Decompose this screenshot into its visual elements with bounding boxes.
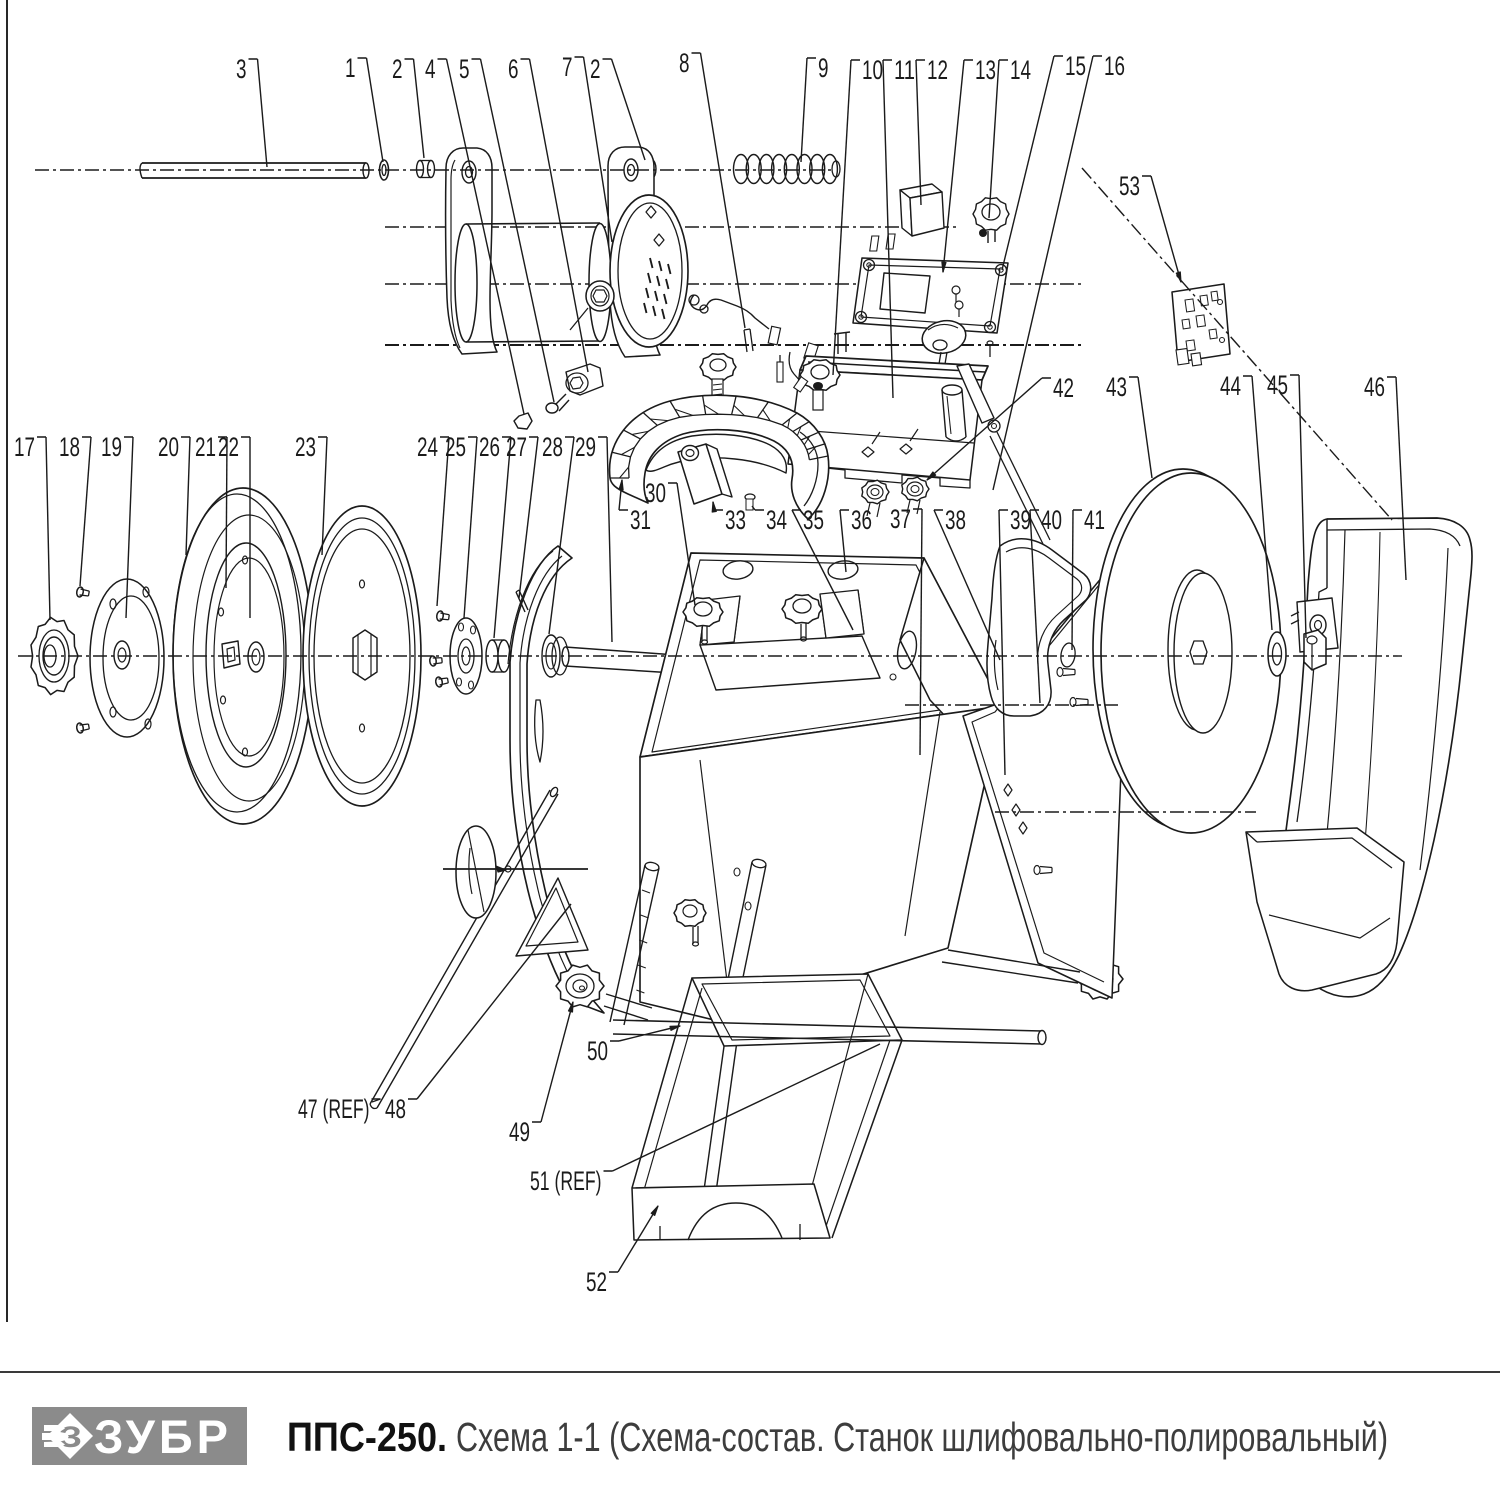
svg-text:36: 36 [851, 505, 872, 535]
svg-text:4: 4 [425, 54, 436, 84]
svg-text:22: 22 [218, 432, 239, 462]
svg-text:24: 24 [417, 432, 438, 462]
svg-text:51 (REF): 51 (REF) [530, 1166, 602, 1196]
svg-text:8: 8 [679, 48, 690, 78]
svg-text:15: 15 [1065, 51, 1086, 81]
svg-text:35: 35 [803, 505, 824, 535]
svg-text:39: 39 [1010, 505, 1031, 535]
svg-text:53: 53 [1119, 171, 1140, 201]
svg-text:47 (REF): 47 (REF) [298, 1094, 370, 1124]
svg-text:14: 14 [1010, 55, 1031, 85]
svg-text:7: 7 [562, 52, 573, 82]
svg-text:28: 28 [542, 432, 563, 462]
svg-text:26: 26 [479, 432, 500, 462]
svg-text:13: 13 [975, 55, 996, 85]
svg-text:23: 23 [295, 432, 316, 462]
svg-text:44: 44 [1220, 371, 1241, 401]
svg-text:2: 2 [590, 54, 601, 84]
svg-text:2: 2 [392, 54, 403, 84]
svg-text:16: 16 [1104, 51, 1125, 81]
svg-text:1: 1 [345, 53, 356, 83]
svg-text:30: 30 [645, 478, 666, 508]
svg-text:31: 31 [630, 505, 651, 535]
svg-text:37: 37 [890, 504, 911, 534]
svg-text:12: 12 [927, 55, 948, 85]
svg-text:3: 3 [236, 54, 247, 84]
svg-text:34: 34 [766, 505, 787, 535]
svg-text:45: 45 [1267, 370, 1288, 400]
svg-text:40: 40 [1041, 505, 1062, 535]
svg-text:ППС-250.: ППС-250. [287, 1414, 447, 1460]
svg-text:11: 11 [894, 55, 915, 85]
svg-text:ЗУБР: ЗУБР [94, 1410, 232, 1463]
svg-text:Схема 1-1 (Схема-состав. Стано: Схема 1-1 (Схема-состав. Станок шлифовал… [456, 1414, 1388, 1460]
svg-text:49: 49 [509, 1117, 530, 1147]
svg-text:З: З [59, 1421, 82, 1454]
svg-text:50: 50 [587, 1036, 608, 1066]
svg-text:21: 21 [195, 432, 216, 462]
svg-text:6: 6 [508, 54, 519, 84]
svg-text:29: 29 [575, 432, 596, 462]
svg-text:18: 18 [59, 432, 80, 462]
svg-text:42: 42 [1053, 373, 1074, 403]
svg-text:19: 19 [101, 432, 122, 462]
svg-text:48: 48 [385, 1094, 406, 1124]
svg-text:17: 17 [14, 432, 35, 462]
svg-text:46: 46 [1364, 372, 1385, 402]
svg-text:25: 25 [445, 432, 466, 462]
svg-text:5: 5 [459, 54, 470, 84]
svg-text:38: 38 [945, 505, 966, 535]
svg-text:33: 33 [725, 505, 746, 535]
svg-text:41: 41 [1084, 505, 1105, 535]
svg-text:27: 27 [506, 432, 527, 462]
svg-text:20: 20 [158, 432, 179, 462]
svg-text:43: 43 [1106, 372, 1127, 402]
svg-text:10: 10 [862, 55, 883, 85]
svg-text:9: 9 [818, 53, 829, 83]
svg-text:52: 52 [586, 1267, 607, 1297]
